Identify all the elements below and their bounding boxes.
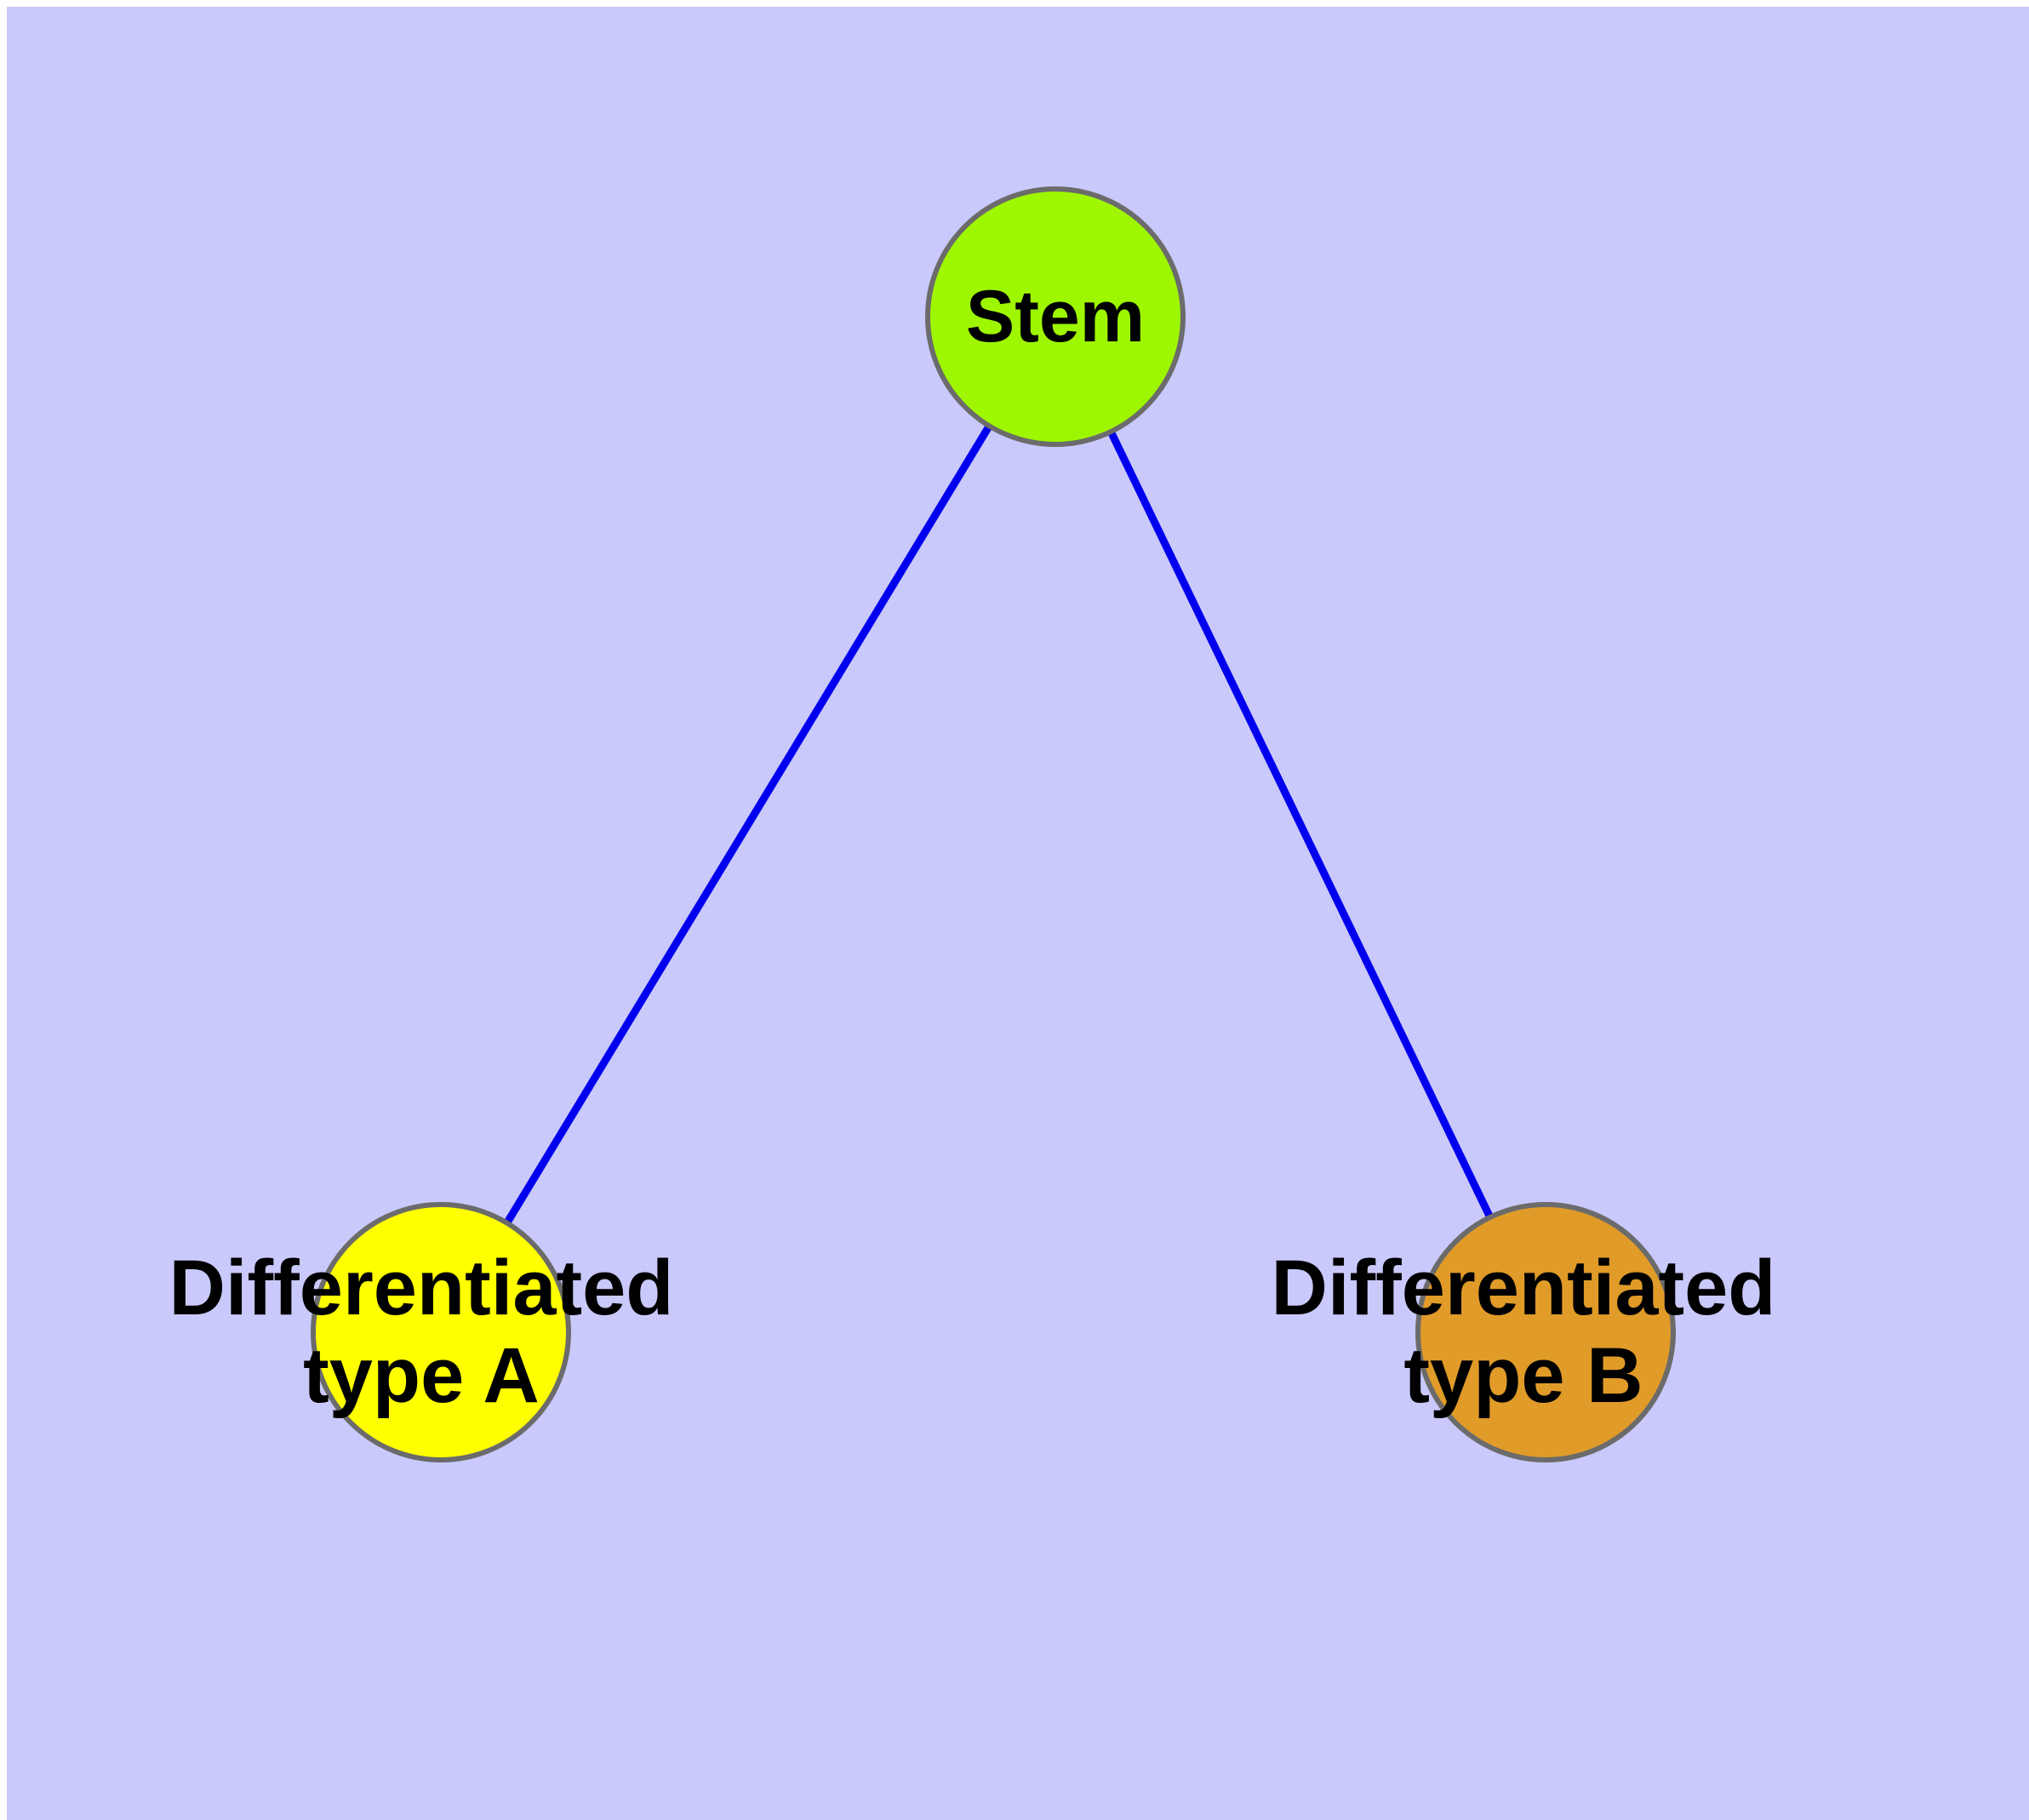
node-diff_a[interactable] [311,1202,571,1462]
edges-layer [437,314,1550,1335]
edge-stem-diff-a[interactable] [437,314,1059,1335]
node-stem[interactable] [925,186,1186,447]
nodes-layer [311,186,1676,1462]
node-diff_b[interactable] [1415,1202,1676,1462]
edge-stem-diff-b[interactable] [1051,315,1550,1334]
